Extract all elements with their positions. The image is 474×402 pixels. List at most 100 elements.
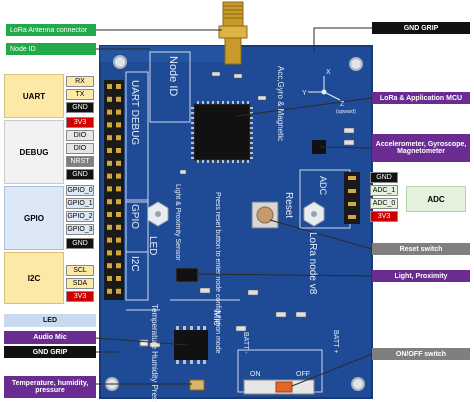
mcu-pin xyxy=(250,127,253,129)
pin-3v3-1: 3V3 xyxy=(66,117,94,128)
mcu-pin xyxy=(237,101,239,104)
mcu-pin xyxy=(191,157,194,159)
mcu-pin xyxy=(191,132,194,134)
header-pin-pad xyxy=(116,212,121,217)
group-gpio-label: GPIO xyxy=(23,213,44,223)
header-pin-pad xyxy=(116,109,121,115)
header-pin-pad xyxy=(116,84,121,89)
silk-uart-debug: UART DEBUG xyxy=(129,80,140,145)
header-pin-pad xyxy=(116,160,121,166)
pin-right-3v3: 3V3 xyxy=(370,211,398,222)
mcu-pin xyxy=(207,101,209,104)
silk-led: LED xyxy=(147,236,158,255)
mcu-pin xyxy=(242,160,244,163)
header-pin-pad xyxy=(107,237,112,243)
mcu-pin xyxy=(227,160,229,163)
header-pin-pad xyxy=(107,148,112,153)
header-pin-pad xyxy=(107,160,112,166)
callout-onoff-switch: ON/OFF switch xyxy=(372,348,470,360)
silk-press-reset: Press reset button to enter node configu… xyxy=(214,192,221,354)
mcu-pin xyxy=(250,117,253,119)
accelerometer-chip xyxy=(312,140,326,154)
mcu-pin xyxy=(212,101,214,104)
silk-lora-node: LoRa node v8 xyxy=(307,232,318,295)
callout-light-proximity: Light, Proximity xyxy=(372,270,470,282)
callout-lora-mcu: LoRa & Application MCU xyxy=(372,92,470,104)
callout-lora-antenna: LoRa Antenna connector xyxy=(6,24,96,36)
mcu-pin xyxy=(250,152,253,154)
header-pin-pad xyxy=(116,96,121,102)
group-uart-label: UART xyxy=(22,91,46,101)
temperature-sensor-chip xyxy=(189,379,205,391)
header-pin-pad xyxy=(116,288,121,294)
mcu-pin xyxy=(212,160,214,163)
callout-node-id: Node ID xyxy=(6,43,96,55)
mcu-pin xyxy=(217,101,219,104)
mcu-pin xyxy=(250,132,253,134)
mcu-pin xyxy=(197,160,199,163)
header-pin-pad xyxy=(107,276,112,281)
header-pin-pad xyxy=(107,109,112,115)
mcu-pin xyxy=(250,147,253,149)
mcu-pin xyxy=(250,137,253,139)
silk-axis-y: Y xyxy=(302,90,307,97)
mcu-pin xyxy=(191,127,194,129)
silk-batt-left: BATT - xyxy=(242,332,249,354)
header-pin-pad xyxy=(116,250,121,256)
group-gpio: GPIO xyxy=(4,186,64,250)
callout-gnd-grip-bottom: GND GRIP xyxy=(4,346,96,358)
mcu-pin xyxy=(202,160,204,163)
mcu-pin xyxy=(217,160,219,163)
silk-axis-z: Z xyxy=(340,101,345,108)
mcu-pin xyxy=(207,160,209,163)
silk-adc: ADC xyxy=(318,176,328,196)
pin-nrst: NRST xyxy=(66,156,94,167)
header-pin-pad xyxy=(107,263,112,269)
mcu-pin xyxy=(250,142,253,144)
mcu-pin xyxy=(191,137,194,139)
pin-gnd-2: GND xyxy=(66,169,94,180)
mcu-pin xyxy=(191,152,194,154)
mic-ic xyxy=(174,326,208,364)
silk-on: ON xyxy=(250,371,261,378)
group-adc: ADC xyxy=(406,186,466,212)
callout-audio-mic: Audio Mic xyxy=(4,331,96,344)
silk-light-prox: Light & Proximity Sensor xyxy=(174,184,181,261)
mcu-pin xyxy=(250,157,253,159)
mcu-pin xyxy=(191,112,194,114)
header-pin-pad xyxy=(116,224,121,230)
callout-leaders xyxy=(95,27,373,387)
header-pin-pad xyxy=(107,186,112,192)
mcu-pin xyxy=(242,101,244,104)
silk-temp-hum: Temperature Humidity Pressure xyxy=(150,304,159,402)
mcu-pin xyxy=(222,101,224,104)
pin-gnd-3: GND xyxy=(66,238,94,249)
group-adc-label: ADC xyxy=(427,194,445,204)
callout-gnd-grip-top: GND GRIP xyxy=(372,22,470,34)
group-debug-label: DEBUG xyxy=(19,147,49,157)
pin-dio-2: DIO xyxy=(66,143,94,154)
light-sensor-chip xyxy=(175,267,199,283)
pin-dio-1: DIO xyxy=(66,130,94,141)
left-pin-header xyxy=(104,80,124,300)
silk-reset: Reset xyxy=(283,192,294,218)
pin-right-adc-1: ADC_1 xyxy=(370,185,398,196)
pin-tx: TX xyxy=(66,89,94,100)
header-pin-pad xyxy=(107,199,112,205)
header-pin-pad xyxy=(107,135,112,141)
header-pin-pad xyxy=(116,173,121,179)
pin-3v3-2: 3V3 xyxy=(66,291,94,302)
mcu-pin xyxy=(227,101,229,104)
mcu-pin xyxy=(250,122,253,124)
header-pin-pad xyxy=(116,276,121,281)
mcu-pin xyxy=(197,101,199,104)
antenna-connector xyxy=(218,1,248,65)
silk-acc: Acc,Gyro & Magnetic xyxy=(276,66,285,141)
callout-reset-switch: Reset switch xyxy=(372,243,470,255)
header-pin-pad xyxy=(107,96,112,102)
header-pin-pad xyxy=(116,148,121,153)
pin-scl: SCL xyxy=(66,265,94,276)
mcu-pin xyxy=(247,160,249,163)
mcu-pin xyxy=(247,101,249,104)
callout-led: LED xyxy=(4,314,96,327)
